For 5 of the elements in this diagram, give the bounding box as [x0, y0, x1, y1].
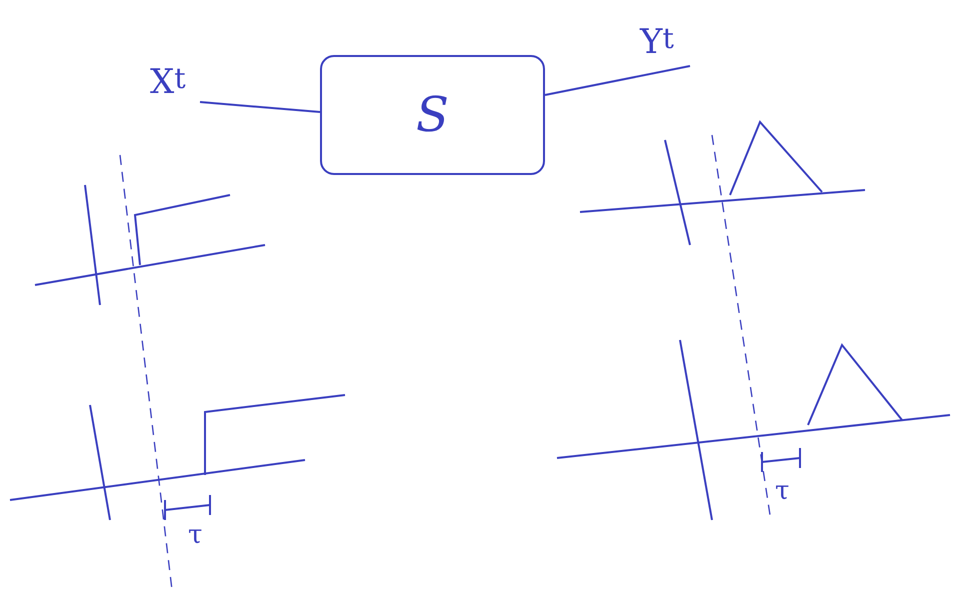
delay-label: τ [188, 522, 202, 548]
signal-line [544, 65, 690, 96]
delay-label: τ [775, 478, 790, 504]
signal-line [200, 101, 320, 113]
system-box: S [320, 55, 545, 175]
